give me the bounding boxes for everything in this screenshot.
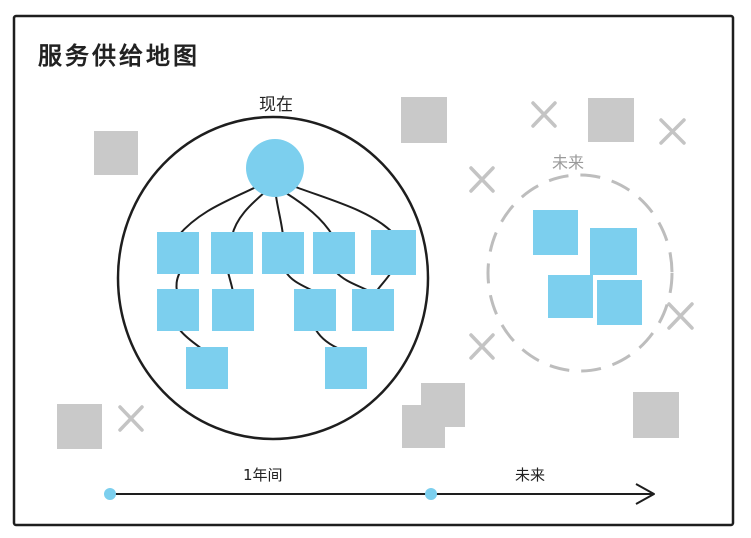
inactive-square	[633, 392, 679, 438]
timeline-start-dot	[104, 488, 116, 500]
service-square	[186, 347, 228, 389]
service-square	[212, 289, 254, 331]
cross-icon	[469, 166, 495, 193]
service-square	[157, 289, 199, 331]
future-services-circle	[486, 173, 674, 373]
timeline-label-future: 未来	[515, 466, 545, 484]
service-square	[262, 232, 304, 274]
future-service-square	[548, 275, 593, 318]
inactive-square	[402, 405, 445, 448]
cross-icon	[667, 302, 694, 330]
now-label: 现在	[259, 95, 293, 115]
service-square	[294, 289, 336, 331]
future-service-square	[533, 210, 578, 255]
map-title: 服务供给地图	[38, 42, 200, 70]
hub-node	[246, 139, 304, 197]
future-label: 未来	[552, 153, 584, 172]
future-service-square	[590, 228, 637, 275]
timeline: 1年间 未来	[104, 466, 655, 505]
inactive-square	[588, 98, 634, 142]
service-square	[352, 289, 394, 331]
cross-icon	[118, 405, 144, 432]
service-square	[371, 230, 416, 275]
arrowhead-icon	[635, 483, 655, 505]
timeline-midpoint-dot	[425, 488, 437, 500]
cross-icon	[659, 118, 686, 145]
inactive-services	[57, 97, 679, 449]
current-services-circle	[116, 115, 430, 441]
service-square	[211, 232, 253, 274]
cross-icon	[531, 101, 557, 128]
current-service-squares	[157, 230, 416, 389]
service-square	[325, 347, 367, 389]
timeline-label-one-year: 1年间	[243, 466, 283, 484]
inactive-square	[57, 404, 102, 449]
service-square	[157, 232, 199, 274]
discontinued-markers	[118, 101, 694, 432]
future-service-square	[597, 280, 642, 325]
future-service-squares	[533, 210, 642, 325]
outer-frame	[12, 14, 735, 527]
inactive-square	[94, 131, 138, 175]
inactive-square	[401, 97, 447, 143]
cross-icon	[469, 333, 495, 360]
service-square	[313, 232, 355, 274]
